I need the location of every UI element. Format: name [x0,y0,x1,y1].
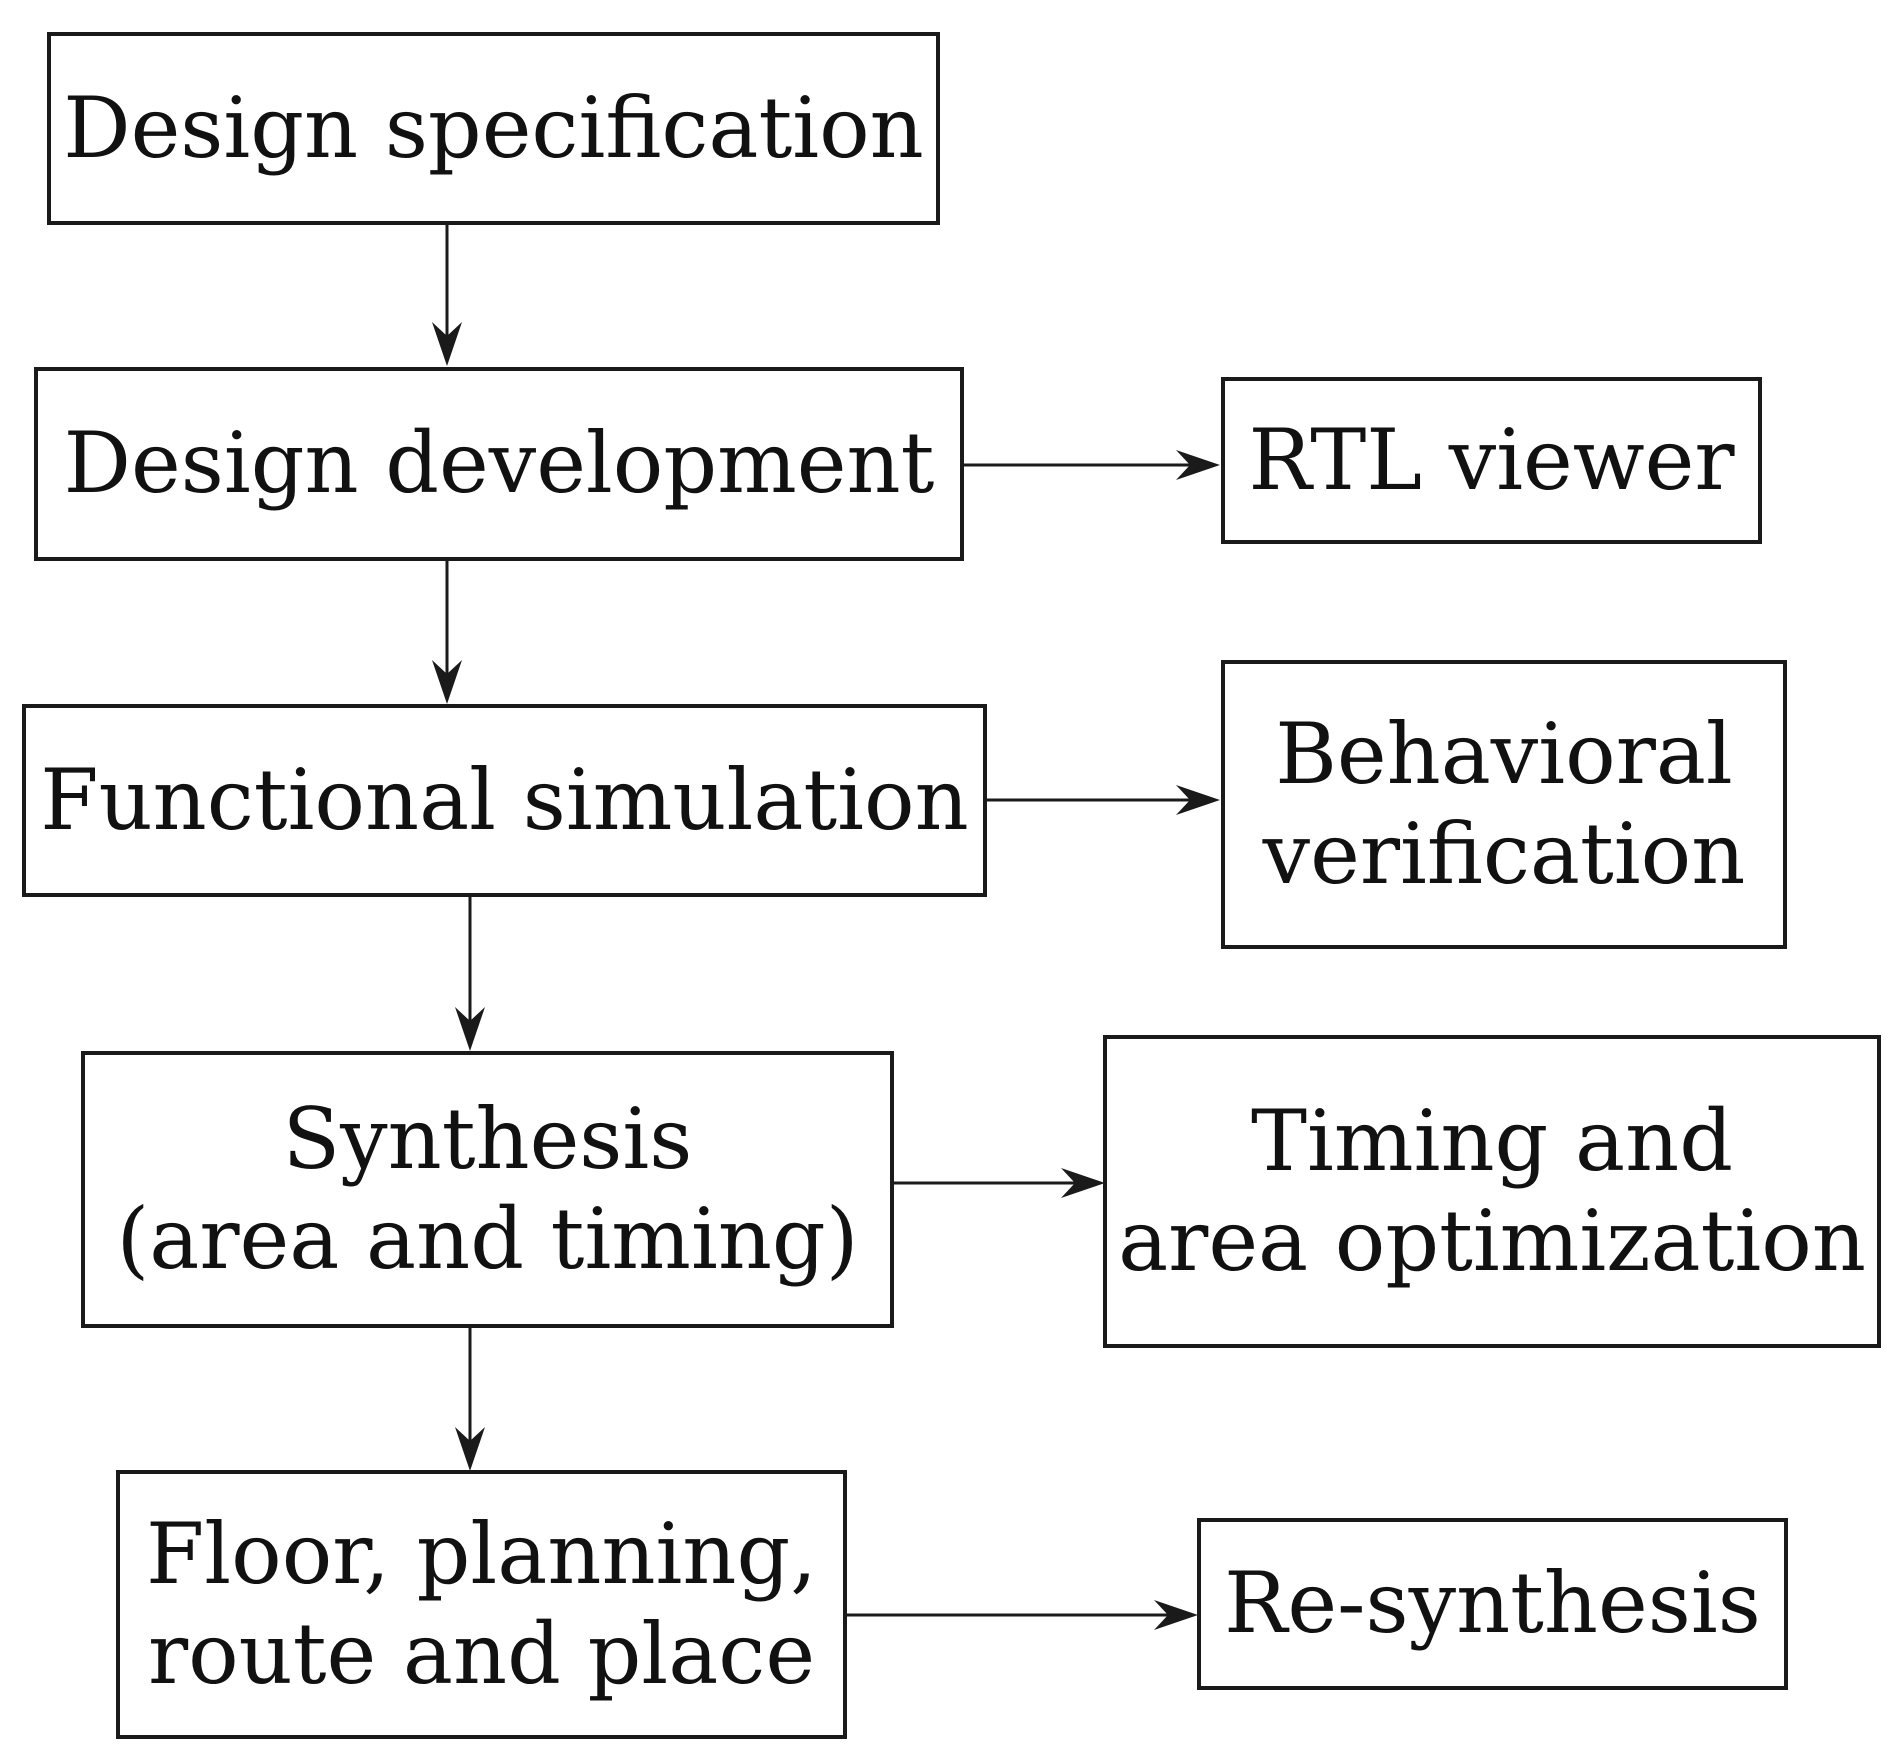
node-label-line-1: Synthesis [282,1090,693,1189]
arrow-development-to-rtl-viewer [962,450,1220,480]
arrow-synthesis-to-floor-planning [455,1327,485,1471]
arrow-synthesis-to-timing-area-optimization [892,1168,1105,1198]
node-label-line-2: (area and timing) [116,1189,859,1288]
node-floor-planning: Floor, planning, route and place [116,1470,847,1739]
node-timing-area-optimization: Timing and area optimization [1103,1035,1881,1348]
node-label: Design specification [63,78,924,177]
node-synthesis: Synthesis (area and timing) [81,1051,894,1328]
node-rtl-viewer: RTL viewer [1221,377,1762,544]
arrow-development-to-functional-simulation [432,561,462,704]
arrow-functional-simulation-to-synthesis [455,895,485,1051]
node-label: Functional simulation [40,750,969,849]
node-behavioral-verification: Behavioral verification [1221,660,1787,949]
arrow-floor-planning-to-resynthesis [845,1600,1198,1630]
node-design-specification: Design specification [47,32,940,225]
node-design-development: Design development [34,367,964,561]
node-label-line-2: route and place [147,1604,816,1703]
arrow-functional-simulation-to-behavioral-verification [985,785,1220,815]
node-functional-simulation: Functional simulation [22,704,987,897]
node-label-line-1: Behavioral [1275,705,1733,804]
node-label-line-2: area optimization [1118,1191,1866,1290]
node-label: Design development [63,414,935,513]
arrow-spec-to-development [432,225,462,366]
node-label-line-2: verification [1262,804,1746,903]
node-label-line-1: Timing and [1251,1092,1733,1191]
node-resynthesis: Re-synthesis [1197,1518,1788,1690]
node-label-line-1: Floor, planning, [146,1505,817,1604]
node-label: RTL viewer [1248,410,1735,509]
node-label: Re-synthesis [1224,1554,1761,1653]
